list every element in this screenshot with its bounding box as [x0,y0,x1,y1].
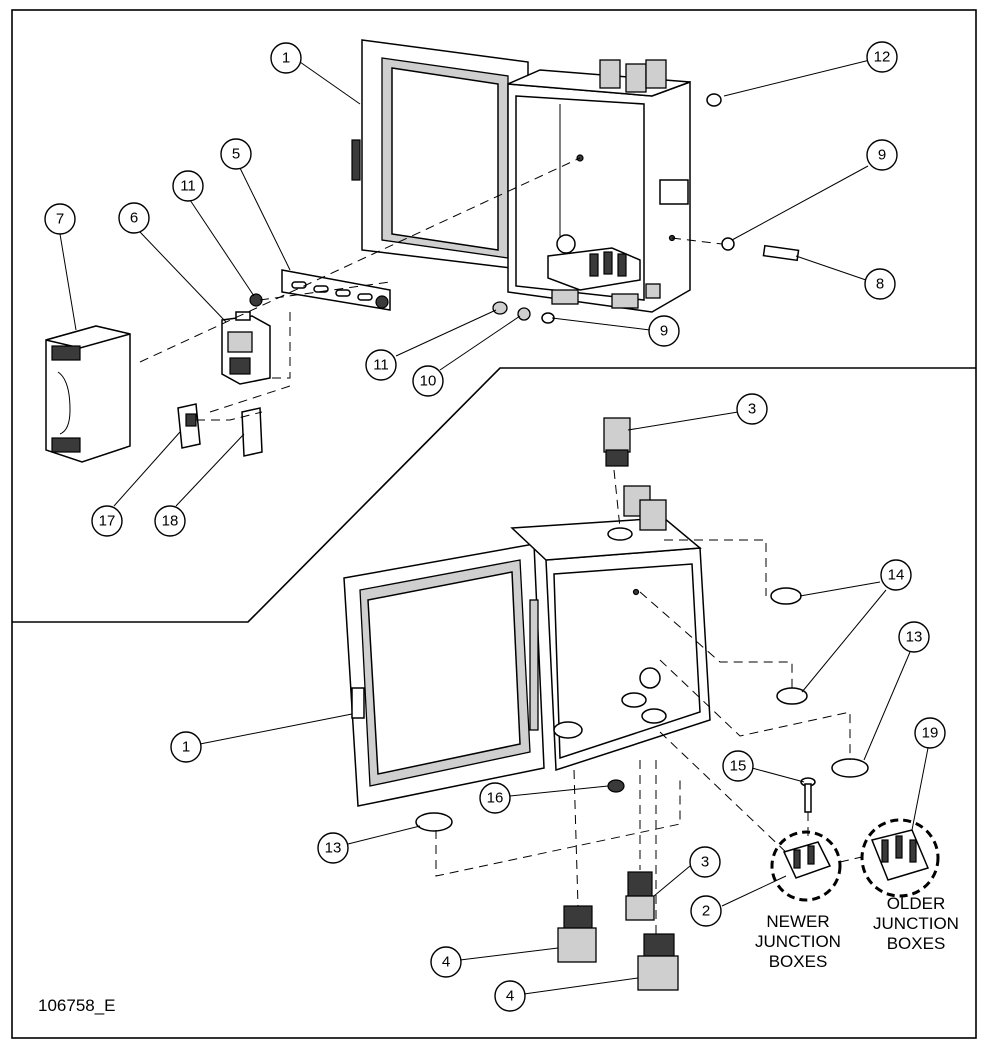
svg-text:17: 17 [99,513,116,530]
callout-11-mid: 11 [365,349,397,381]
callout-8: 8 [864,268,896,300]
caption-older-junction-boxes: OLDER JUNCTION BOXES [866,894,966,954]
din-rail [249,269,391,311]
svg-text:6: 6 [130,210,138,227]
callout-13-right: 13 [898,621,930,653]
enclosure-top [351,39,691,313]
callout-3-top: 3 [736,393,768,425]
svg-text:3: 3 [748,401,756,418]
callout-9-mid: 9 [648,315,680,347]
svg-text:15: 15 [730,758,747,775]
svg-text:11: 11 [373,357,389,374]
caption-line: BOXES [768,952,828,971]
callout-15: 15 [722,750,754,782]
callout-1-top: 1 [270,42,302,74]
callout-10: 10 [412,365,444,397]
callout-6: 6 [118,202,150,234]
callout-4-left: 4 [430,946,462,978]
callout-17: 17 [91,505,123,537]
svg-text:1: 1 [282,50,290,67]
cable-gland-top [603,417,631,467]
callout-4-right: 4 [494,980,526,1012]
relay-module [221,311,271,385]
caption-line: JUNCTION [755,932,841,951]
callout-3-bottom: 3 [689,846,721,878]
panel-divider [12,367,976,623]
drawing-border [11,9,977,1039]
caption-line: BOXES [886,934,946,953]
caption-newer-junction-boxes: NEWER JUNCTION BOXES [748,912,848,972]
svg-text:7: 7 [56,211,64,228]
svg-text:5: 5 [232,146,240,163]
callout-19: 19 [914,717,946,749]
screw-15 [800,777,816,813]
power-supply [45,325,131,463]
callout-13-left: 13 [317,832,349,864]
enclosure-bottom [343,485,711,807]
svg-text:1: 1 [182,739,190,756]
leader-lines [59,59,929,995]
svg-text:9: 9 [660,323,668,340]
callout-16: 16 [479,782,511,814]
callout-1-bottom: 1 [170,731,202,763]
callout-11-top: 11 [172,170,204,202]
svg-text:13: 13 [906,629,923,646]
svg-text:4: 4 [442,954,450,971]
callout-9-top: 9 [866,139,898,171]
callout-7: 7 [44,203,76,235]
junction-blocks [770,818,940,902]
callout-2: 2 [690,895,722,927]
hardware-top [492,93,800,324]
svg-text:19: 19 [922,725,939,742]
explode-lines-bottom [435,469,867,934]
plug-16 [607,779,625,793]
svg-text:9: 9 [878,147,886,164]
svg-text:11: 11 [180,178,196,195]
caption-line: JUNCTION [873,914,959,933]
svg-text:10: 10 [420,373,437,390]
svg-text:4: 4 [506,988,514,1005]
svg-text:14: 14 [888,567,905,584]
callout-14: 14 [880,559,912,591]
callout-12: 12 [866,41,898,73]
svg-text:16: 16 [487,790,504,807]
svg-text:2: 2 [702,903,710,920]
svg-text:3: 3 [701,854,709,871]
svg-text:13: 13 [325,840,342,857]
explode-lines-top [139,157,723,421]
svg-text:18: 18 [162,513,179,530]
svg-text:8: 8 [876,276,884,293]
end-clamp [177,403,263,457]
svg-text:12: 12 [874,49,891,66]
caption-line: NEWER [766,912,830,931]
drawing-number: 106758_E [38,996,116,1015]
callout-18: 18 [154,505,186,537]
cable-glands-bottom [557,871,679,991]
caption-line: OLDER [886,894,946,913]
callout-5: 5 [220,138,252,170]
